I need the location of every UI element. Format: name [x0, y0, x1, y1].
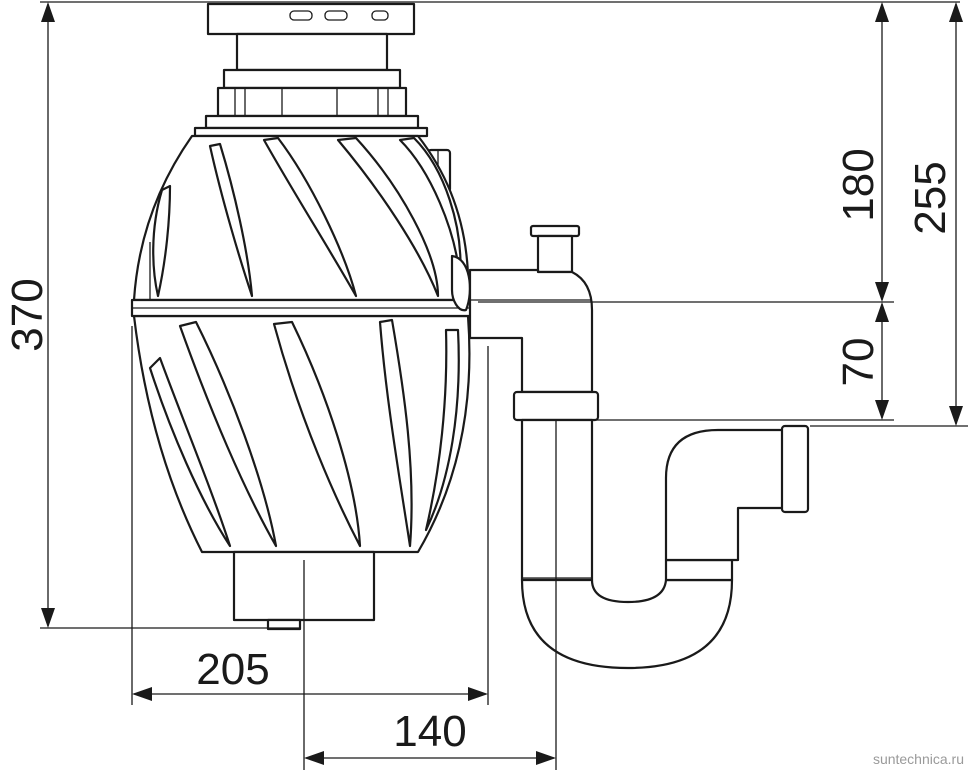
lower-ribs — [148, 318, 460, 548]
dimension-lines — [40, 1, 968, 770]
watermark: suntechnica.ru — [873, 751, 964, 767]
coupling-nut — [512, 390, 600, 422]
drain-plug — [266, 618, 302, 631]
outlet-sleeve — [780, 424, 810, 514]
u-bend — [520, 578, 734, 670]
dimension-205-label: 205 — [196, 645, 269, 694]
dimension-180-label: 180 — [834, 148, 883, 221]
upper-ribs — [152, 136, 462, 298]
vent-cap — [529, 224, 581, 238]
outlet-elbow — [664, 428, 790, 562]
dimension-70-label: 70 — [834, 338, 883, 387]
dimension-370-label: 370 — [3, 278, 52, 351]
neck-collar — [235, 32, 389, 72]
siphon-trap — [468, 224, 810, 670]
dimension-255-label: 255 — [906, 161, 955, 234]
dimension-140-label: 140 — [393, 707, 466, 756]
disposer-unit — [130, 2, 474, 631]
